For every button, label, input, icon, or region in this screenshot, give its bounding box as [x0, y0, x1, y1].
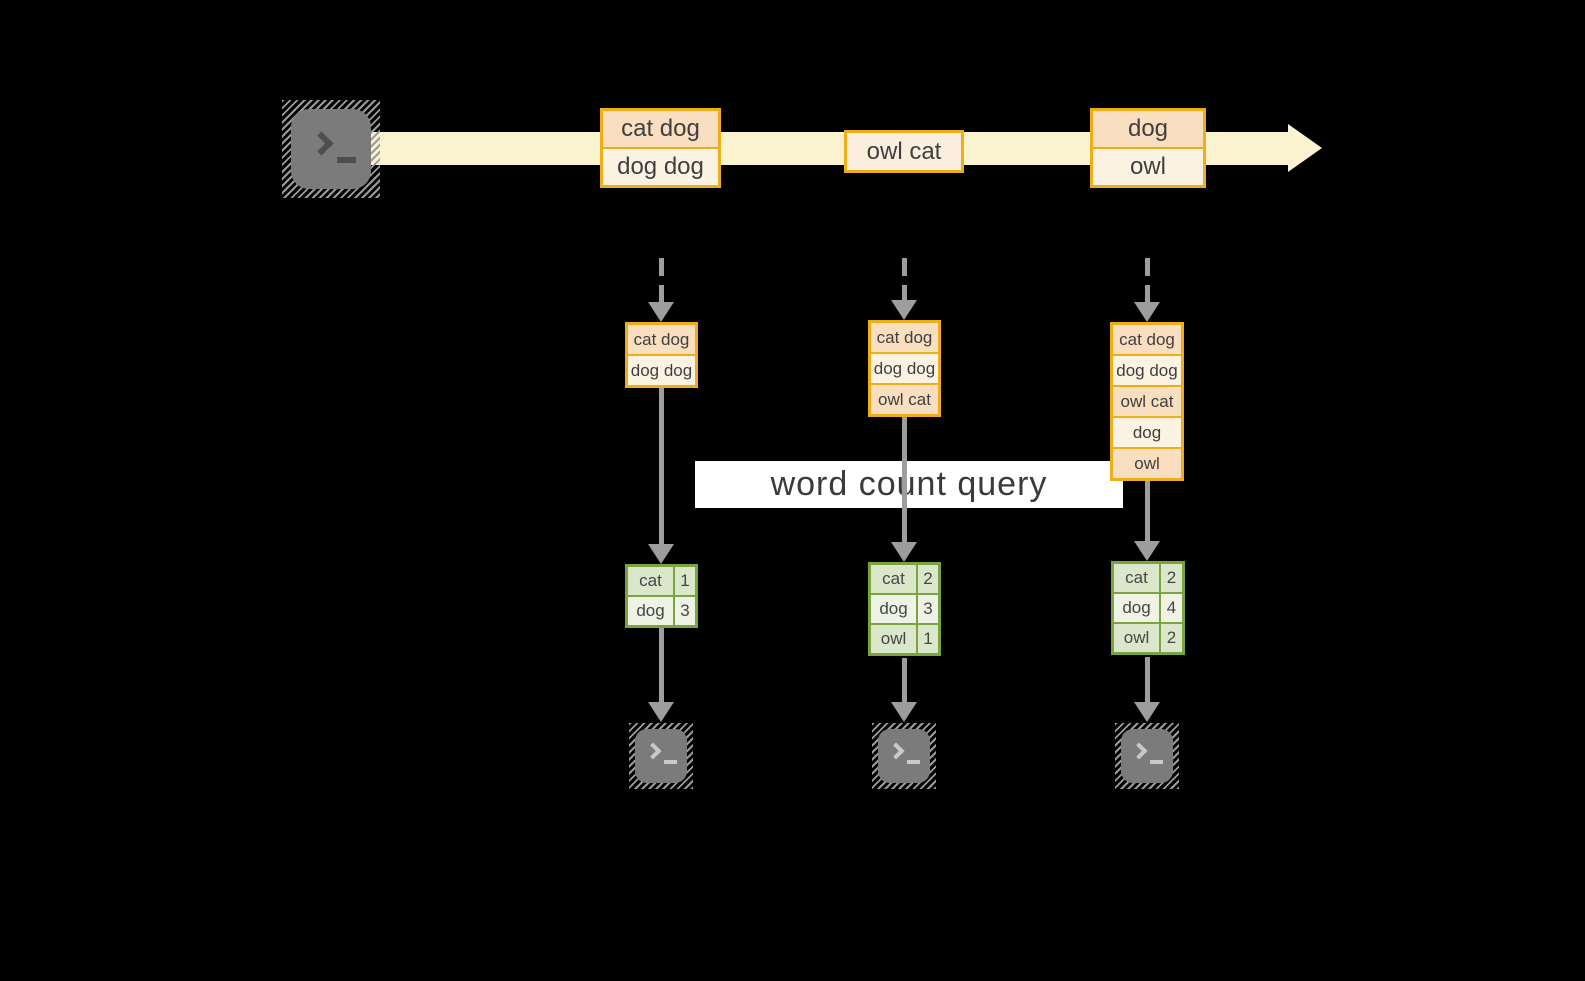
terminal-body — [878, 729, 930, 783]
client-terminal-icon — [629, 723, 693, 789]
input-record: dog dog — [1113, 356, 1181, 385]
input-record: cat dog — [628, 325, 695, 354]
input-record: owl cat — [1113, 387, 1181, 416]
arrowhead-icon — [891, 702, 917, 722]
input-record: dog dog — [871, 354, 938, 383]
event-record: owl — [1093, 149, 1203, 185]
input-record: owl cat — [871, 385, 938, 414]
result-word: dog — [871, 595, 916, 623]
ingest-arrow — [648, 258, 674, 322]
result-count: 1 — [918, 625, 938, 653]
stream-arrowhead-icon — [1288, 124, 1322, 172]
arrowhead-icon — [1134, 702, 1160, 722]
prompt-underscore-icon — [664, 760, 677, 764]
arrowhead-icon — [648, 302, 674, 322]
dashed-shaft — [658, 258, 664, 302]
arrowhead-icon — [1134, 302, 1160, 322]
event-record: dog — [1093, 111, 1203, 147]
result-count: 2 — [1161, 624, 1182, 652]
stream-event-box: cat dog dog dog — [600, 108, 721, 188]
client-terminal-icon — [872, 723, 936, 789]
dashed-shaft — [901, 258, 907, 300]
event-record: cat dog — [603, 111, 718, 147]
result-table: cat 1 dog 3 — [625, 564, 698, 628]
result-word: cat — [628, 567, 673, 595]
solid-shaft — [658, 628, 664, 702]
arrowhead-icon — [1134, 541, 1160, 561]
output-arrow — [648, 628, 674, 722]
result-row: dog 3 — [628, 597, 695, 625]
result-word: dog — [628, 597, 673, 625]
input-record: cat dog — [1113, 325, 1181, 354]
terminal-body — [291, 109, 371, 189]
result-count: 3 — [918, 595, 938, 623]
input-stack: cat dog dog dog — [625, 322, 698, 388]
result-row: cat 2 — [1114, 564, 1182, 592]
input-record: cat dog — [871, 323, 938, 352]
result-table: cat 2 dog 4 owl 2 — [1111, 561, 1185, 655]
query-banner-label: word count query — [770, 465, 1048, 503]
result-count: 3 — [675, 597, 695, 625]
solid-shaft — [658, 388, 664, 544]
prompt-chevron-icon — [1130, 742, 1148, 760]
result-row: dog 3 — [871, 595, 938, 623]
result-word: owl — [871, 625, 916, 653]
input-stack: cat dog dog dog owl cat — [868, 320, 941, 417]
output-arrow — [1134, 657, 1160, 722]
result-count: 4 — [1161, 594, 1182, 622]
result-count: 1 — [675, 567, 695, 595]
solid-shaft — [1144, 657, 1150, 702]
dashed-shaft — [1144, 258, 1150, 302]
terminal-body — [635, 729, 687, 783]
solid-shaft — [1144, 481, 1150, 541]
prompt-underscore-icon — [337, 157, 356, 163]
result-row: owl 1 — [871, 625, 938, 653]
arrowhead-icon — [648, 544, 674, 564]
ingest-arrow — [1134, 258, 1160, 322]
input-stack: cat dog dog dog owl cat dog owl — [1110, 322, 1184, 481]
output-arrow — [891, 658, 917, 722]
result-row: dog 4 — [1114, 594, 1182, 622]
input-record: dog — [1113, 418, 1181, 447]
prompt-chevron-icon — [309, 131, 334, 156]
result-word: cat — [1114, 564, 1159, 592]
result-row: owl 2 — [1114, 624, 1182, 652]
prompt-chevron-icon — [644, 742, 662, 760]
input-record: owl — [1113, 449, 1181, 478]
input-record: dog dog — [628, 356, 695, 385]
result-row: cat 1 — [628, 567, 695, 595]
prompt-underscore-icon — [1150, 760, 1163, 764]
stream-event-box: dog owl — [1090, 108, 1206, 188]
result-count: 2 — [1161, 564, 1182, 592]
arrowhead-icon — [891, 300, 917, 320]
query-arrow — [1134, 481, 1160, 561]
stream-event-box: owl cat — [844, 130, 964, 173]
ingest-arrow — [891, 258, 917, 320]
query-arrow — [648, 388, 674, 564]
arrowhead-icon — [891, 542, 917, 562]
result-table: cat 2 dog 3 owl 1 — [868, 562, 941, 656]
terminal-body — [1121, 729, 1173, 783]
arrowhead-icon — [648, 702, 674, 722]
result-count: 2 — [918, 565, 938, 593]
query-arrow — [891, 417, 917, 562]
event-record: owl cat — [847, 133, 961, 170]
event-record: dog dog — [603, 149, 718, 185]
solid-shaft — [901, 417, 907, 542]
result-word: cat — [871, 565, 916, 593]
prompt-underscore-icon — [907, 760, 920, 764]
result-word: owl — [1114, 624, 1159, 652]
client-terminal-icon — [1115, 723, 1179, 789]
source-terminal-icon — [282, 100, 380, 198]
result-row: cat 2 — [871, 565, 938, 593]
solid-shaft — [901, 658, 907, 702]
prompt-chevron-icon — [887, 742, 905, 760]
query-banner: word count query — [695, 461, 1123, 508]
result-word: dog — [1114, 594, 1159, 622]
